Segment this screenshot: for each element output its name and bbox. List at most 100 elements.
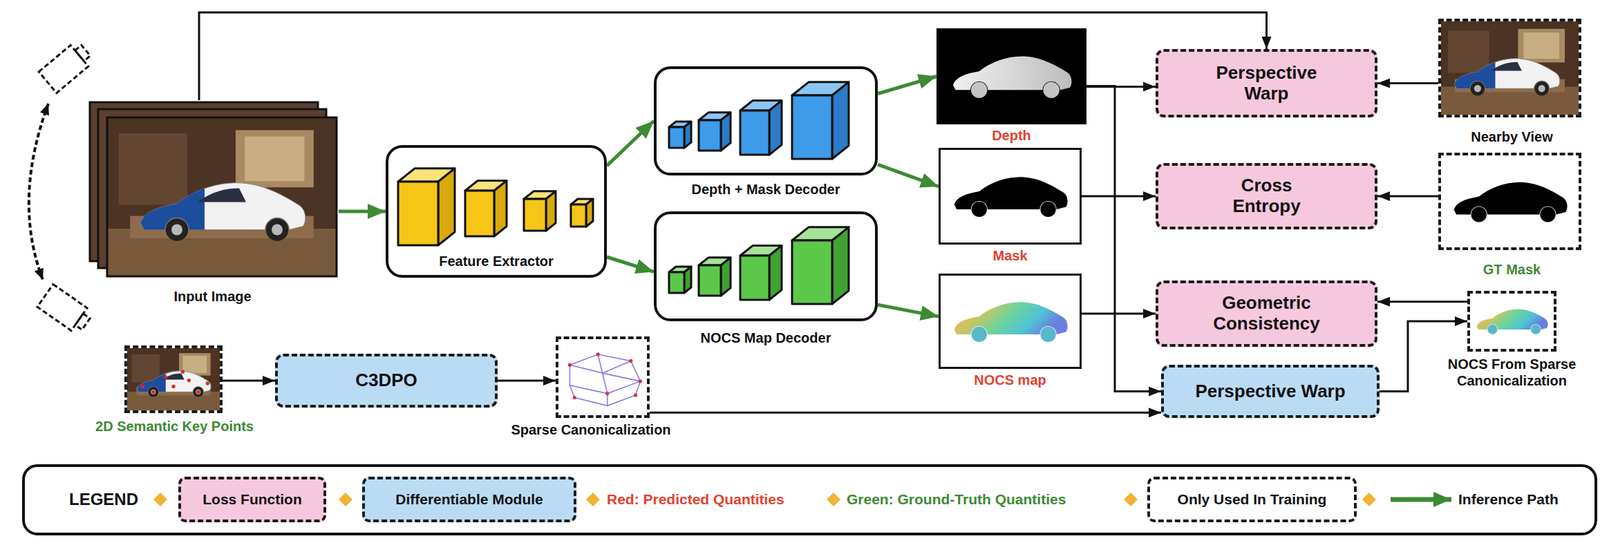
connector-arrow <box>497 380 556 383</box>
figure-caption: Nearby View <box>1430 128 1594 146</box>
inference-arrow <box>338 210 386 214</box>
layer-cube <box>669 266 692 294</box>
mask-image: Mask <box>938 147 1082 265</box>
figure-caption: Depth <box>936 127 1087 144</box>
figure-art <box>1454 182 1568 223</box>
figure-caption: Sparse Canonicalization <box>490 421 692 439</box>
figure-art <box>954 176 1068 218</box>
figure-frame <box>653 66 878 176</box>
figure-caption: NOCS From Sparse Canonicalization <box>1430 355 1594 390</box>
car-figure <box>1454 182 1568 223</box>
box-label: Feature Extractor <box>438 253 554 270</box>
figure-art <box>89 102 337 277</box>
car-figure <box>954 176 1068 218</box>
loss-box: Cross Entropy <box>1155 163 1378 230</box>
figure-frame <box>653 211 878 322</box>
legend-entry: Inference Path <box>1458 490 1559 510</box>
layer-cube <box>398 168 455 246</box>
figure-art <box>398 168 594 246</box>
figure-frame <box>936 28 1087 125</box>
figure-caption: GT Mask <box>1430 261 1594 278</box>
connector-arrow <box>1086 85 1162 392</box>
legend-entry: Green: Ground-Truth Quantities <box>846 490 1066 510</box>
connector-arrow <box>1377 300 1468 303</box>
room-photo <box>107 117 337 277</box>
nocs-sparse-image: NOCS From Sparse Canonicalization <box>1430 290 1594 390</box>
inference-arrow <box>877 76 937 94</box>
figure-frame <box>124 345 223 414</box>
room-photo <box>127 348 220 411</box>
figure-art <box>954 302 1068 343</box>
loss-box: Perspective Warp <box>1155 49 1378 118</box>
box-label: Perspective Warp <box>1208 62 1326 105</box>
figure-art <box>936 28 1087 125</box>
car-figure <box>954 302 1068 343</box>
layer-cube <box>698 257 731 296</box>
connector-arrow <box>1377 195 1439 198</box>
box-label: Cross Entropy <box>1208 175 1326 218</box>
layer-cube <box>523 191 556 231</box>
sparse-canonicalization-image: Sparse Canonicalization <box>490 336 692 439</box>
legend-swatch: Differentiable Module <box>362 476 577 523</box>
connector-arrow <box>1081 313 1156 316</box>
connector-arrow <box>1081 195 1156 198</box>
figure-caption: Mask <box>938 247 1082 265</box>
connector-arrow <box>649 411 1162 414</box>
figure-art <box>669 82 849 159</box>
figure-frame <box>1438 152 1582 251</box>
layer-cube <box>740 246 782 300</box>
legend-entry: Red: Predicted Quantities <box>606 490 785 510</box>
connector-arrow <box>222 380 276 383</box>
illustrations <box>89 21 1579 411</box>
layer-cube <box>698 112 731 151</box>
figure-frame <box>938 147 1082 245</box>
nocs-image: NOCS map <box>938 273 1082 389</box>
decoder-box: Depth + Mask Decoder <box>653 66 878 198</box>
legend-text: Green: Ground-Truth Quantities <box>846 491 1066 508</box>
figure-caption: NOCS Map Decoder <box>653 329 878 347</box>
legend-text: Only Used In Training <box>1177 491 1327 508</box>
connector-arrow <box>1377 82 1439 85</box>
room-photo <box>1441 21 1579 115</box>
layer-cube <box>792 227 849 305</box>
car-figure <box>136 370 211 398</box>
module-box: C3DPO <box>275 353 498 408</box>
depth-image: Depth <box>936 28 1087 144</box>
figure-art <box>669 227 849 305</box>
figure-frame <box>1467 290 1557 352</box>
car-figure <box>1454 58 1560 97</box>
box-label: Geometric Consistency <box>1208 293 1326 335</box>
loss-box: Geometric Consistency <box>1155 280 1378 347</box>
connector-arrow <box>1379 321 1468 392</box>
layer-cube <box>669 121 692 148</box>
inference-arrow <box>606 257 654 272</box>
legend-heading: LEGEND <box>69 490 139 510</box>
car-figure <box>1476 309 1549 335</box>
figure-art <box>127 348 220 411</box>
box-label: Perspective Warp <box>1194 381 1345 403</box>
legend-text: Loss Function <box>202 491 303 508</box>
box-label: C3DPO <box>355 370 418 392</box>
inference-arrow <box>877 164 939 187</box>
legend-text: Differentiable Module <box>395 491 544 508</box>
gt-mask-image: GT Mask <box>1430 152 1594 278</box>
legend-swatch: Only Used In Training <box>1147 476 1357 523</box>
figure-frame <box>1438 18 1582 118</box>
figure-caption: NOCS map <box>938 371 1082 389</box>
car-figure <box>140 183 306 242</box>
figure-caption: 2D Semantic Key Points <box>69 418 280 435</box>
inference-arrow <box>877 304 939 317</box>
keypoints-image: 2D Semantic Key Points <box>69 345 280 435</box>
car-figure <box>953 55 1072 99</box>
layer-cube <box>570 199 594 227</box>
input-image: Input Image <box>86 100 339 305</box>
connector-arrow <box>199 12 1267 101</box>
figure-art <box>568 352 643 406</box>
figure-frame <box>86 100 339 279</box>
module-box: Perspective Warp <box>1161 364 1380 419</box>
figure-frame <box>555 336 650 419</box>
camera-icons <box>29 40 95 336</box>
layer-cube <box>792 82 849 159</box>
decoder-box: NOCS Map Decoder <box>653 211 878 347</box>
